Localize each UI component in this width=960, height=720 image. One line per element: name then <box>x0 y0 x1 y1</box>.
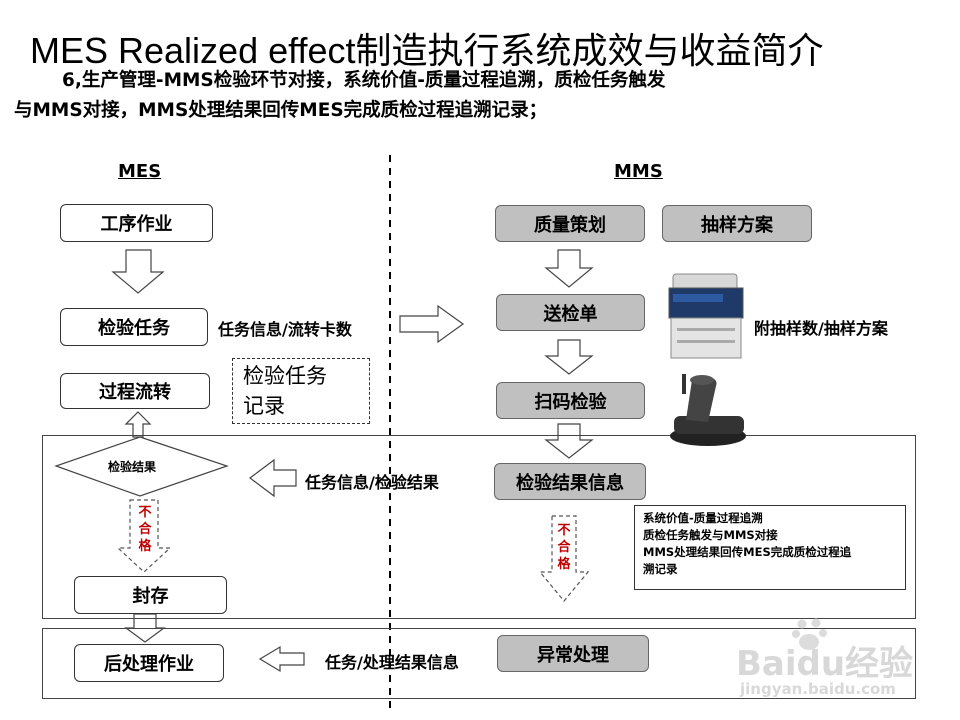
barcode-scanner-icon <box>668 372 752 450</box>
mms-down-arrow-2 <box>546 340 592 374</box>
task-result-label: 任务信息/检验结果 <box>305 469 439 493</box>
sampling-plan-box: 抽样方案 <box>662 205 812 242</box>
mms-reject-char-3: 格 <box>557 556 571 573</box>
printer-icon <box>667 272 747 362</box>
mes-column-heading: MES <box>118 161 161 182</box>
mes-down-arrow-1 <box>113 250 163 293</box>
mms-reject-label: 不 合 格 <box>557 522 571 573</box>
info-line-3: MMS处理结果回传MES完成质检过程追 <box>643 544 897 561</box>
note-line-1: 检验任务 <box>243 361 359 391</box>
storage-box: 封存 <box>74 576 227 614</box>
inspection-record-note: 检验任务 记录 <box>232 358 370 424</box>
mms-reject-char-2: 合 <box>557 539 571 556</box>
mes-reject-char-2: 合 <box>138 521 152 538</box>
quality-plan-box: 质量策划 <box>495 205 645 242</box>
inspection-task-box: 检验任务 <box>60 308 208 346</box>
note-line-2: 记录 <box>243 391 359 421</box>
mms-column-heading: MMS <box>614 161 663 182</box>
right-arrow-task <box>400 306 463 342</box>
scan-inspection-box: 扫码检验 <box>496 382 645 419</box>
watermark-brand: Baidu经验 <box>736 636 913 685</box>
watermark-url: jingyan.baidu.com <box>740 680 896 698</box>
inspection-result-box: 检验结果信息 <box>494 463 646 500</box>
exception-handling-box: 异常处理 <box>497 635 649 672</box>
task-card-label: 任务信息/流转卡数 <box>218 316 352 340</box>
info-line-4: 溯记录 <box>643 561 897 578</box>
mms-reject-char-1: 不 <box>557 522 571 539</box>
mes-reject-char-3: 格 <box>138 538 152 555</box>
inspection-order-box: 送检单 <box>496 294 645 331</box>
attach-label: 附抽样数/抽样方案 <box>754 315 888 339</box>
decision-label: 检验结果 <box>108 458 156 475</box>
process-flow-box: 过程流转 <box>60 373 210 409</box>
mes-up-arrow <box>126 412 150 437</box>
value-info-box: 系统价值-质量过程追溯 质检任务触发与MMS对接 MMS处理结果回传MES完成质… <box>634 505 906 590</box>
info-line-2: 质检任务触发与MMS对接 <box>643 527 897 544</box>
handling-result-label: 任务/处理结果信息 <box>325 649 459 673</box>
mes-reject-label: 不 合 格 <box>138 504 152 555</box>
info-line-1: 系统价值-质量过程追溯 <box>643 510 897 527</box>
process-operation-box: 工序作业 <box>60 204 213 242</box>
mms-down-arrow-1 <box>546 250 592 287</box>
post-process-box: 后处理作业 <box>74 644 224 682</box>
mes-reject-char-1: 不 <box>138 504 152 521</box>
